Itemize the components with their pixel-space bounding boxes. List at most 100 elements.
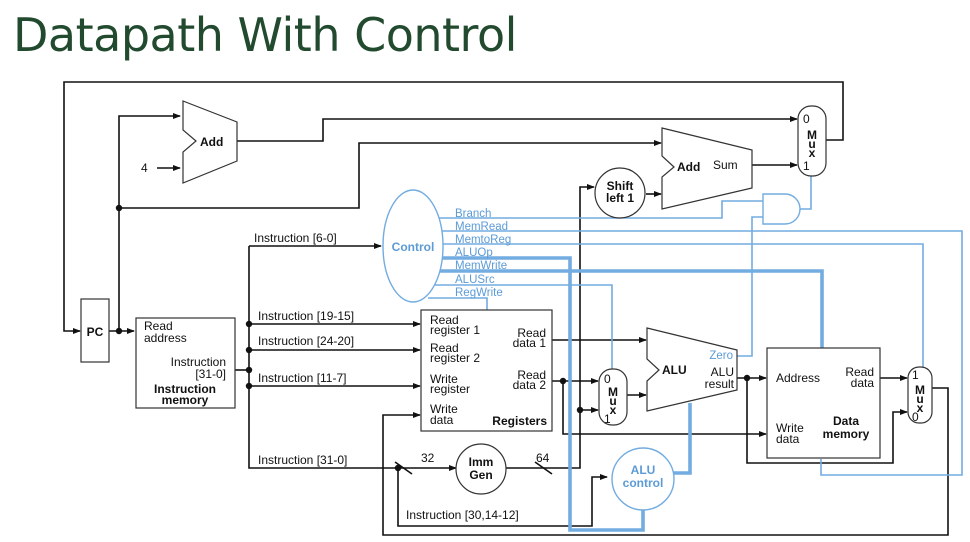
imm-in-width: 32 [421,451,435,465]
wire-alusrc [434,284,613,369]
wire-funct [397,468,608,527]
memtoreg-mux: 1 M u x 0 [907,366,933,424]
svg-text:Instruction [11-7]: Instruction [11-7] [258,371,347,385]
constant-four: 4 [141,161,148,175]
svg-text:Instruction [30,14-12]: Instruction [30,14-12] [406,508,519,522]
svg-text:data: data [430,413,454,427]
pc-adder-label: Add [200,135,223,149]
svg-text:Add: Add [677,160,700,174]
wire-instr-bus [248,246,949,536]
wire-imm-slash-out [534,461,553,475]
svg-text:memory: memory [162,393,209,407]
wire-memread [437,230,963,476]
wire-branch [436,200,763,219]
control-label: Control [392,240,435,254]
svg-text:ALU: ALU [711,365,734,379]
wire-aluop [437,256,645,532]
svg-text:x: x [917,401,924,415]
signal-alusrc: ALUSrc [455,274,495,286]
pc-adder: Add [182,100,238,184]
svg-text:control: control [623,476,664,490]
svg-text:Imm: Imm [469,455,494,469]
svg-text:Read: Read [430,341,459,355]
wire-pc-trunk [118,113,181,331]
svg-text:Read: Read [517,326,546,340]
svg-text:u: u [808,137,815,151]
svg-text:data 2: data 2 [513,378,547,392]
wire-memtoreg [438,243,924,367]
svg-text:1: 1 [604,412,611,426]
instruction-field-labels: Instruction [6-0] Instruction [19-15] In… [254,231,519,522]
datapath-wires [63,81,949,536]
svg-text:x: x [610,403,617,417]
svg-text:M: M [915,383,925,397]
wire-imm-slash-in [394,461,413,475]
svg-text:Registers: Registers [492,414,547,428]
svg-text:[31-0]: [31-0] [195,367,226,381]
pc-label: PC [87,325,104,339]
svg-text:M: M [608,385,618,399]
svg-text:Read: Read [144,319,173,333]
wire-memwrite [436,269,824,348]
instruction-memory: Read address Instruction [31-0] Instruct… [135,317,236,409]
alu-zero-label: Zero [709,350,733,362]
svg-text:result: result [705,377,735,391]
svg-text:memory: memory [823,427,870,441]
svg-text:Data: Data [833,414,859,428]
wire-pc4 [237,116,798,142]
signal-branch: Branch [455,208,491,220]
wire-pc-to-branch-adder [119,140,662,209]
imm-out-width: 64 [536,451,550,465]
alu-control-unit: ALU control [611,447,675,511]
svg-text:u: u [609,394,616,408]
svg-text:Read: Read [517,368,546,382]
branch-adder: Add Sum [661,127,753,210]
svg-text:Instruction [31-0]: Instruction [31-0] [258,453,347,467]
pc-register: PC [80,298,110,363]
signal-memread: MemRead [455,221,508,233]
shift-left-unit: Shift left 1 [594,167,646,219]
svg-text:Address: Address [776,371,820,385]
svg-text:0: 0 [803,112,810,126]
svg-text:Shift: Shift [607,179,634,193]
signal-regwrite: RegWrite [455,287,503,299]
svg-text:Instruction [19-15]: Instruction [19-15] [258,309,354,323]
wire-rd2-to-mem [562,381,767,437]
svg-text:Instruction: Instruction [171,355,226,369]
svg-text:Read: Read [430,313,459,327]
control-unit: Control [382,189,444,303]
svg-text:Write: Write [430,372,458,386]
svg-text:address: address [144,331,187,345]
svg-text:Instruction [6-0]: Instruction [6-0] [254,231,337,245]
svg-text:0: 0 [912,410,919,424]
svg-text:x: x [809,146,816,160]
page-title: Datapath With Control [13,8,517,62]
svg-text:Write: Write [776,421,804,435]
svg-text:data: data [851,376,875,390]
control-signal-labels: Branch MemRead MemtoReg ALUOp MemWrite A… [455,208,511,299]
svg-text:Sum: Sum [713,158,738,172]
wire-alu-ctrl [670,403,692,475]
register-file: Read register 1 Read register 2 Write re… [420,309,553,432]
svg-text:M: M [807,128,817,142]
svg-text:ALU: ALU [631,463,656,477]
branch-and-gate [762,193,801,225]
alusrc-mux: 0 M u x 1 [598,368,628,426]
svg-text:1: 1 [803,159,810,173]
wire-pc-next [63,81,844,334]
alu: ALU Zero ALU result [646,327,738,412]
svg-text:left 1: left 1 [606,191,634,205]
svg-text:Instruction [24-20]: Instruction [24-20] [258,334,354,348]
svg-text:1: 1 [912,368,919,382]
svg-text:data: data [776,432,800,446]
svg-text:0: 0 [604,372,611,386]
wire-zero [737,216,763,357]
signal-memtoreg: MemtoReg [455,234,511,246]
svg-text:Write: Write [430,402,458,416]
wire-regwrite [428,297,488,311]
svg-text:Instruction: Instruction [154,382,216,396]
junction-dots [115,204,751,472]
svg-text:register: register [430,382,470,396]
wire-alu-bypass [746,378,908,464]
